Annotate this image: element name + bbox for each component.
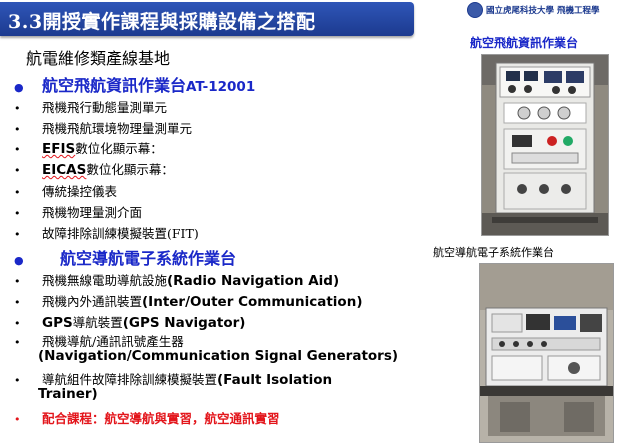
list-item-english: (GPS Navigator)	[122, 315, 246, 331]
bullet-dot-icon: •	[14, 207, 21, 220]
bullet-dot-icon: •	[14, 336, 21, 349]
slide-subtitle: 航電維修類產線基地	[26, 49, 171, 68]
list-item-text: 飛機物理量測介面	[42, 205, 143, 220]
list-item-text: 數位化顯示幕：	[75, 141, 163, 156]
section1-heading: ● 航空飛航資訊作業台 AT-12001	[14, 72, 255, 96]
bullet-dot-icon: •	[14, 374, 21, 387]
bullet-dot-icon: •	[14, 413, 21, 426]
section1-model: AT-12001	[186, 79, 256, 95]
workstation-illustration	[480, 264, 613, 442]
eicas-label: EICAS	[42, 162, 87, 178]
flight-info-workstation-photo	[481, 54, 609, 236]
list-item: • 飛機物理量測介面	[14, 202, 142, 221]
university-logo: 國立虎尾科技大學 飛機工程學	[467, 2, 599, 18]
list-item-english: (Radio Navigation Aid)	[167, 273, 340, 289]
bullet-dot-icon: •	[14, 102, 21, 115]
bullet-dot-icon: •	[14, 123, 21, 136]
list-item-english: (Fault Isolation	[217, 372, 333, 388]
list-item: • EICAS 數位化顯示幕：	[14, 159, 174, 178]
workstation-illustration	[482, 55, 608, 235]
section2-heading: ● 航空導航電子系統作業台	[14, 245, 236, 269]
list-item-english: (Navigation/Communication Signal Generat…	[38, 348, 399, 364]
title-banner: 3.3開授實作課程與採購設備之搭配	[0, 2, 414, 36]
bullet-dot-icon: •	[14, 143, 21, 156]
list-item-text: 導航組件故障排除訓練模擬裝置	[42, 372, 218, 387]
top-photo-caption: 航空飛航資訊作業台	[470, 36, 579, 50]
list-item-text: 飛機內外通訊裝置	[42, 294, 143, 309]
bottom-photo-caption: 航空導航電子系統作業台	[433, 246, 554, 259]
bullet-dot-icon: •	[14, 296, 21, 309]
list-item: • 飛機無線電助導航設施 (Radio Navigation Aid)	[14, 270, 339, 289]
list-item: • 導航組件故障排除訓練模擬裝置 (Fault Isolation	[14, 369, 332, 388]
efis-label: EFIS	[42, 141, 76, 157]
bullet-dot-icon: •	[14, 275, 21, 288]
list-item: • 故障排除訓練模擬裝置(FIT)	[14, 223, 199, 242]
list-item-text: 飛機導航/通訊訊號產生器	[42, 334, 184, 349]
university-seal-icon	[467, 2, 483, 18]
list-item-english: (Inter/Outer Communication)	[142, 294, 363, 310]
bullet-dot-icon: •	[14, 317, 21, 330]
bullet-dot-icon: ●	[14, 81, 24, 94]
list-item-text: 飛機飛航環境物理量測單元	[42, 121, 193, 136]
navigation-workstation-photo	[479, 263, 614, 443]
courses-text: 配合課程：航空導航與實習，航空通訊實習	[42, 411, 280, 426]
list-item-text: 數位化顯示幕：	[86, 162, 174, 177]
list-item: • 飛機飛航環境物理量測單元	[14, 118, 192, 137]
bullet-dot-icon: •	[14, 186, 21, 199]
bullet-dot-icon: •	[14, 164, 21, 177]
bullet-dot-icon: ●	[14, 254, 24, 267]
slide-title: 3.3開授實作課程與採購設備之搭配	[8, 11, 316, 33]
list-item: • GPS 導航裝置 (GPS Navigator)	[14, 312, 245, 331]
list-item: • 傳統操控儀表	[14, 181, 117, 200]
courses-line: • 配合課程：航空導航與實習，航空通訊實習	[14, 408, 280, 427]
list-item: • EFIS 數位化顯示幕：	[14, 138, 163, 157]
logo-text: 國立虎尾科技大學 飛機工程學	[486, 6, 600, 16]
list-item-english: Trainer)	[38, 386, 98, 402]
list-item: • 飛機導航/通訊訊號產生器	[14, 331, 184, 350]
list-item-text: 飛機飛行動態量測單元	[42, 100, 168, 115]
list-item: • 飛機飛行動態量測單元	[14, 97, 167, 116]
list-item-text: 導航裝置	[72, 315, 123, 330]
list-item-text: 傳統操控儀表	[42, 184, 118, 199]
section2-title: 航空導航電子系統作業台	[60, 249, 237, 268]
list-item-text: 故障排除訓練模擬裝置(FIT)	[42, 226, 199, 241]
section1-title: 航空飛航資訊作業台	[42, 76, 187, 95]
bullet-dot-icon: •	[14, 228, 21, 241]
list-item: • 飛機內外通訊裝置 (Inter/Outer Communication)	[14, 291, 363, 310]
list-item-text: 飛機無線電助導航設施	[42, 273, 168, 288]
gps-label: GPS	[42, 315, 73, 331]
